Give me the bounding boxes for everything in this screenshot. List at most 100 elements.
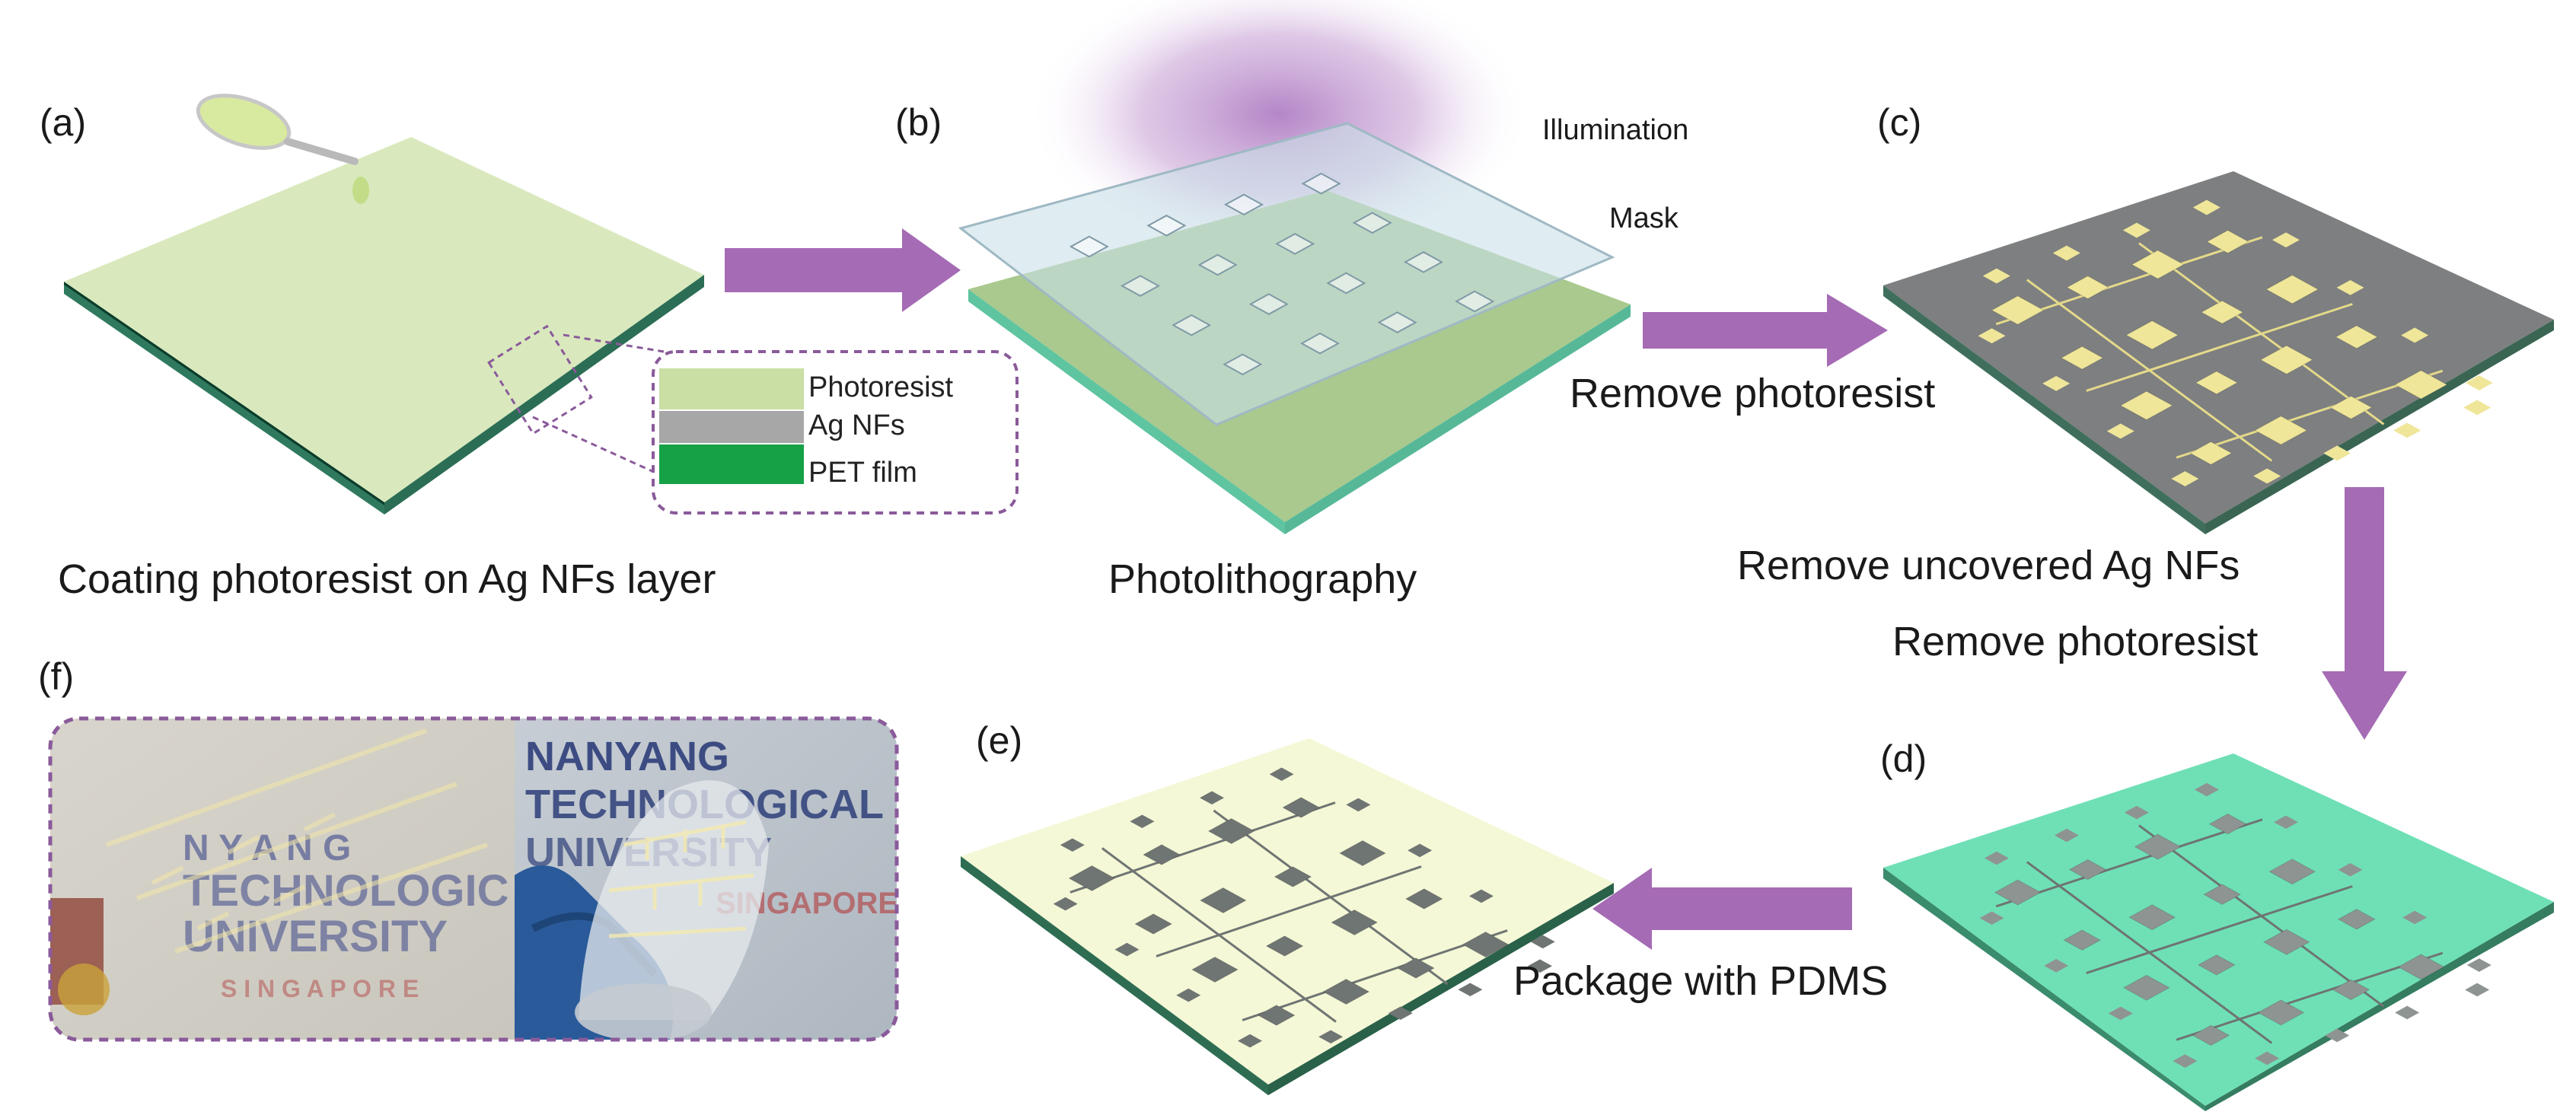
- legend-label-photoresist: Photoresist: [808, 371, 954, 403]
- trace-line: [2176, 951, 2444, 1041]
- terminal-pad: [2106, 423, 2134, 439]
- board-b-right-edge: [1285, 304, 1631, 534]
- board-a-right-edge: [384, 275, 704, 514]
- sensor-pad: [1396, 957, 1436, 979]
- sensor-pad: [2394, 370, 2448, 400]
- dropper-handle: [284, 138, 359, 165]
- terminal-pad: [2338, 863, 2363, 877]
- sensor-pad: [2337, 909, 2376, 930]
- legend-swatch-ag-nfs: [659, 411, 804, 443]
- terminal-pad: [1346, 798, 1371, 812]
- terminal-pad: [2255, 1051, 2280, 1066]
- sensor-pad: [2203, 884, 2242, 905]
- terminal-pad: [2192, 199, 2221, 215]
- sensor-pad: [1331, 909, 1379, 936]
- zoom-line-bottom: [532, 416, 665, 478]
- sensor-pad: [2329, 395, 2373, 419]
- sensor-pad: [1994, 879, 2042, 906]
- caption-remove-photoresist-1: Remove photoresist: [1570, 371, 1936, 416]
- legend-swatch-pet-film: [659, 444, 804, 484]
- board-a-edge-line: [64, 282, 384, 505]
- trace-line: [2086, 885, 2353, 974]
- mask-opening: [1301, 172, 1341, 195]
- zoom-region: [487, 324, 593, 435]
- photo-left-background: [50, 718, 515, 1040]
- sensor-pad: [1199, 887, 1247, 914]
- board-b-left-edge: [968, 289, 1285, 534]
- sensor-pad: [2268, 859, 2316, 885]
- sensor-pad: [2197, 954, 2236, 976]
- photo-left-text-3: UNIVERSITY: [183, 912, 448, 961]
- terminal-pad: [1388, 1006, 1413, 1021]
- sensor-pad: [1274, 866, 1312, 887]
- terminal-pad: [1982, 268, 2010, 284]
- terminal-pad: [2253, 468, 2281, 484]
- board-c-right-edge: [2205, 320, 2554, 534]
- terminal-pad: [1269, 767, 1294, 782]
- photo-left-text-1: N Y A N G: [183, 828, 351, 868]
- board-e-left-edge: [961, 856, 1268, 1095]
- terminal-pad: [2044, 959, 2069, 973]
- sensor-pad: [1338, 839, 1387, 867]
- mask-opening: [1197, 253, 1238, 276]
- board-c-left-edge: [1883, 285, 2205, 534]
- terminal-pad: [2323, 445, 2351, 461]
- sensor-pad: [2200, 300, 2244, 324]
- crest-gold: [58, 964, 110, 1015]
- sensor-pad: [2119, 390, 2173, 421]
- trace-line: [2138, 242, 2385, 425]
- sensor-pad: [2125, 320, 2179, 350]
- panel-label-a: (a): [40, 101, 87, 144]
- mask-opening: [1069, 235, 1109, 258]
- mask-opening: [1455, 290, 1495, 313]
- terminal-pad: [1200, 791, 1225, 805]
- terminal-pad: [2466, 958, 2492, 972]
- board-a-photoresist-top: [64, 137, 704, 502]
- film-roll-end: [575, 983, 712, 1040]
- trace-line: [2138, 824, 2385, 1008]
- terminal-pad: [2171, 471, 2199, 486]
- sensor-pad: [2128, 904, 2176, 931]
- trace-line: [1070, 801, 1336, 894]
- mask-opening: [1223, 353, 1263, 376]
- terminal-pad: [2108, 1006, 2133, 1021]
- terminal-pad: [2402, 910, 2428, 925]
- terminal-pad: [2122, 222, 2150, 238]
- sensor-pad: [2259, 345, 2313, 375]
- mask-opening: [1326, 272, 1366, 295]
- terminal-pad: [2272, 232, 2300, 248]
- caption-photolithography: Photolithography: [1108, 556, 1417, 602]
- panel-a: [64, 94, 1019, 514]
- sensor-pad: [2066, 276, 2109, 300]
- sensor-pad: [2122, 974, 2170, 1001]
- panel-e: [961, 738, 1614, 1095]
- panel-label-d: (d): [1880, 737, 1927, 780]
- terminal-pad: [1114, 942, 1140, 957]
- sensor-pad: [2131, 250, 2185, 279]
- mask-opening: [1377, 311, 1417, 333]
- film-electrodes-left: [105, 728, 488, 954]
- sensor-pad: [1282, 797, 1321, 818]
- electrode-pattern-c: [1978, 199, 2493, 486]
- sensor-pad: [1322, 978, 1370, 1005]
- sensor-pad: [2265, 274, 2319, 304]
- electrode-pattern-e: [1053, 767, 1555, 1048]
- terminal-pad: [2042, 375, 2071, 391]
- mask-opening: [1223, 193, 1264, 216]
- terminal-pad: [2194, 782, 2219, 797]
- photo-left-text-4: S I N G A P O R E: [221, 975, 419, 1002]
- caption-package-pdms: Package with PDMS: [1513, 958, 1889, 1004]
- dropper-spoon: [196, 94, 292, 150]
- mask-opening: [1248, 293, 1289, 315]
- trace-line: [2026, 279, 2273, 462]
- sensor-pad: [2060, 346, 2104, 370]
- mask-opening: [1352, 212, 1392, 234]
- terminal-pad: [1318, 1030, 1344, 1044]
- sensor-pad: [1265, 935, 1304, 957]
- photo-right-text-1: NANYANG: [525, 734, 729, 779]
- sensor-pad: [2332, 979, 2370, 1001]
- sensor-pad: [2262, 929, 2310, 955]
- terminal-pad: [1530, 935, 1555, 949]
- sensor-pad: [1142, 844, 1181, 865]
